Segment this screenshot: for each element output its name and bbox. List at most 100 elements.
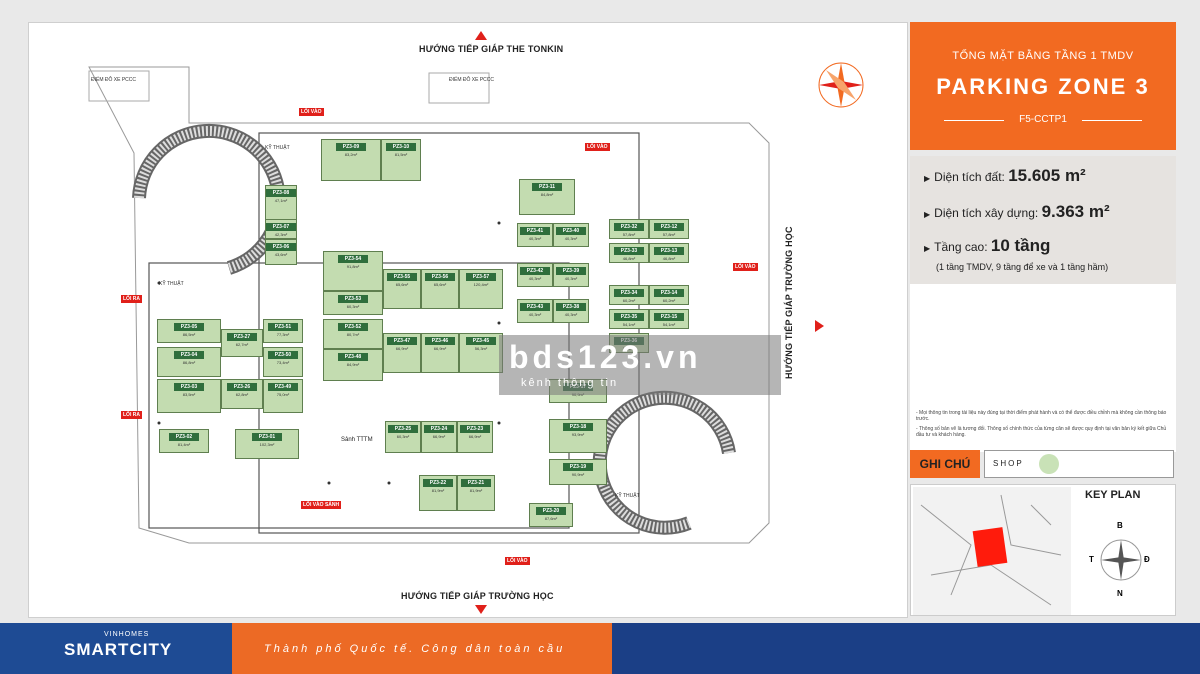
watermark: bds123.vn kênh thông tin — [499, 335, 781, 395]
unit-code: PZ3-33 — [614, 247, 644, 255]
unit-code: PZ3-24 — [424, 425, 454, 433]
unit-area: 93,9m² — [571, 432, 585, 437]
unit-code: PZ3-47 — [387, 337, 417, 345]
bullet-icon: ▶ — [924, 174, 931, 183]
top-arrow-icon — [475, 31, 487, 40]
unit-code: PZ3-51 — [268, 323, 298, 331]
unit-code: PZ3-18 — [563, 423, 593, 431]
pccc-label: ĐIỂM ĐỖ XE PCCC — [91, 77, 137, 83]
stat-value: 10 tầng — [990, 236, 1051, 255]
panel-title-big: PARKING ZONE 3 — [936, 74, 1150, 99]
stat-land-area: ▶Diện tích đất: 15.605 m² — [924, 166, 1086, 186]
panel-header: TỔNG MẶT BẰNG TẦNG 1 TMDV PARKING ZONE 3… — [910, 22, 1176, 150]
unit-area: 60,2m² — [662, 298, 676, 303]
panel-title-small: TỔNG MẶT BẰNG TẦNG 1 TMDV — [952, 50, 1134, 62]
unit-code: PZ3-35 — [614, 313, 644, 321]
watermark-subtext: kênh thông tin — [521, 377, 619, 389]
unit-area: 60,2m² — [622, 298, 636, 303]
unit-area: 73,4m² — [276, 360, 290, 365]
unit-code: PZ3-39 — [556, 267, 586, 275]
unit-area: 66,9m² — [395, 346, 409, 351]
unit-area: 60,3m² — [396, 434, 410, 439]
unit-code: PZ3-08 — [266, 189, 296, 197]
footer: VINHOMES SMARTCITY Thành phố Quốc tế. Cô… — [0, 623, 1200, 674]
unit-code: PZ3-43 — [520, 303, 550, 311]
unit-code: PZ3-14 — [654, 289, 684, 297]
unit-code: PZ3-42 — [520, 267, 550, 275]
unit-code: PZ3-03 — [174, 383, 204, 391]
unit-area: 81,9m² — [469, 488, 483, 493]
slogan: Thành phố Quốc tế. Công dân toàn cầu — [264, 643, 566, 655]
entry-tag: LỐI VÀO — [505, 557, 530, 565]
right-arrow-icon — [815, 320, 824, 332]
note-2: - Thông số bản vẽ là tương đối. Thông số… — [916, 426, 1167, 438]
unit-area: 62,7m² — [235, 342, 249, 347]
stat-label: Tầng cao: — [934, 240, 988, 254]
unit-area: 60,3m² — [346, 304, 360, 309]
unit-area: 66,9m² — [468, 434, 482, 439]
slogan-block: Thành phố Quốc tế. Công dân toàn cầu — [232, 623, 612, 674]
bottom-arrow-icon — [475, 605, 487, 614]
unit-area: 62,8m² — [235, 392, 249, 397]
unit-area: 43,6m² — [274, 252, 288, 257]
unit-area: 40,3m² — [564, 236, 578, 241]
stat-floors: ▶Tầng cao: 10 tầng — [924, 236, 1050, 256]
compass-west-label: T — [1089, 555, 1094, 564]
unit-area: 81,5m² — [394, 152, 408, 157]
unit-area: 81,4m² — [177, 442, 191, 447]
unit-area: 91,8m² — [346, 264, 360, 269]
exit-tag: LỐI RA — [121, 295, 142, 303]
unit-code: PZ3-05 — [174, 323, 204, 331]
stat-label: Diện tích đất: — [934, 170, 1005, 184]
watermark-text: bds123.vn — [509, 339, 702, 375]
